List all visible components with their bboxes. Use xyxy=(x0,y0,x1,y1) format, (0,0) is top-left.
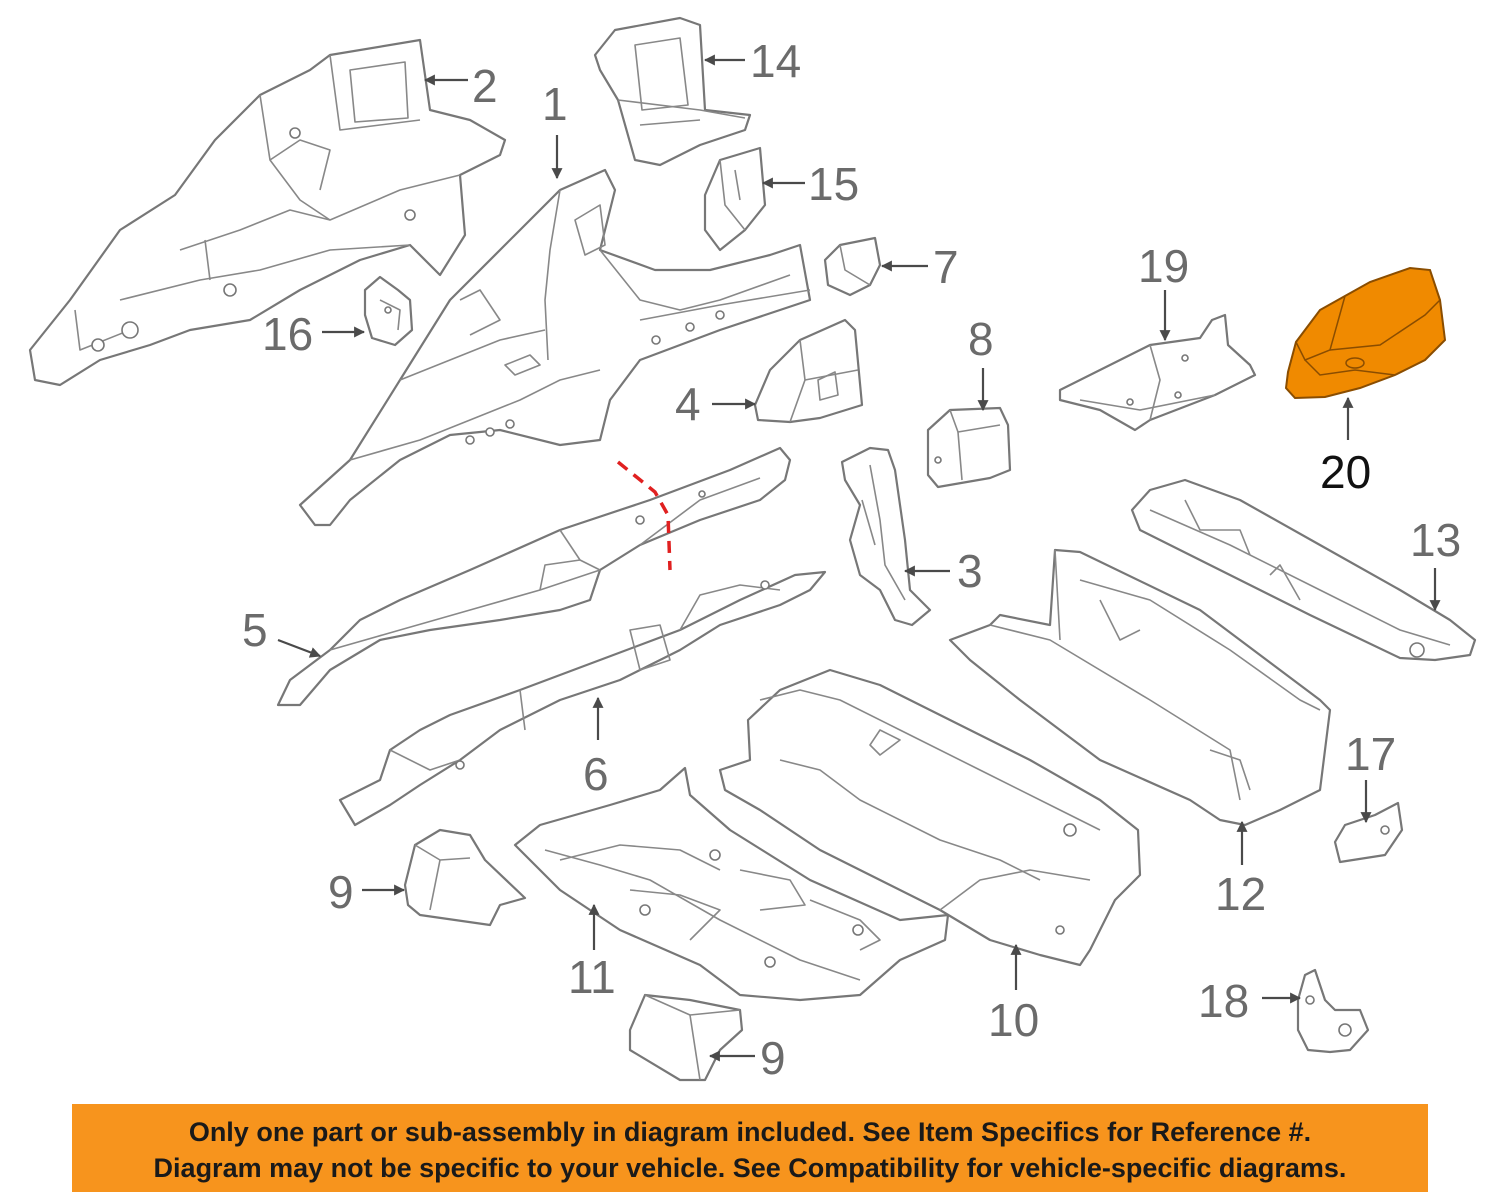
callout-1: 1 xyxy=(542,78,568,130)
callout-19: 19 xyxy=(1138,240,1189,292)
callout-20: 20 xyxy=(1320,446,1371,498)
part-1-quarter-inner xyxy=(298,168,812,527)
part-14-bracket xyxy=(593,16,752,167)
part-19-panel xyxy=(1058,313,1257,432)
callout-9a: 9 xyxy=(328,866,354,918)
disclaimer-line-2: Diagram may not be specific to your vehi… xyxy=(153,1153,1347,1183)
callout-14: 14 xyxy=(750,35,801,87)
part-16-bracket xyxy=(363,275,414,347)
part-4-bracket xyxy=(753,318,864,424)
disclaimer-line-1: Only one part or sub-assembly in diagram… xyxy=(188,1117,1312,1147)
disclaimer-banner: Only one part or sub-assembly in diagram… xyxy=(72,1104,1428,1192)
part-2-wheelhouse-inner xyxy=(28,38,507,387)
callout-17: 17 xyxy=(1345,728,1396,780)
part-9-lower-bracket xyxy=(628,993,744,1082)
callout-10: 10 xyxy=(988,994,1039,1046)
cut-line xyxy=(616,460,672,571)
callout-15: 15 xyxy=(808,158,859,210)
callout-2: 2 xyxy=(472,60,498,112)
callout-12: 12 xyxy=(1215,868,1266,920)
part-13-panel xyxy=(1130,478,1477,662)
part-7-bracket xyxy=(823,236,882,297)
callout-5: 5 xyxy=(242,604,268,656)
part-12-crossmember xyxy=(948,548,1332,827)
callout-6: 6 xyxy=(583,748,609,800)
callout-labels: 1 2 3 4 5 6 7 8 9 9 10 11 12 13 14 15 16… xyxy=(242,35,1461,1084)
callout-9b: 9 xyxy=(760,1032,786,1084)
part-8-block xyxy=(926,406,1012,489)
callout-16: 16 xyxy=(262,308,313,360)
part-6-rail xyxy=(338,570,827,827)
part-15-gusset xyxy=(703,146,767,252)
arrow-5 xyxy=(277,638,322,658)
part-20-highlighted xyxy=(1284,266,1447,400)
callout-18: 18 xyxy=(1198,975,1249,1027)
part-18-bracket xyxy=(1296,968,1370,1054)
callout-8: 8 xyxy=(968,313,994,365)
callout-13: 13 xyxy=(1410,514,1461,566)
callout-3: 3 xyxy=(957,545,983,597)
callout-7: 7 xyxy=(933,241,959,293)
leader-arrows xyxy=(277,54,1441,1062)
callout-11: 11 xyxy=(568,951,616,1003)
part-10-floor-pan xyxy=(718,668,1142,967)
callout-4: 4 xyxy=(675,378,701,430)
part-17-bracket xyxy=(1333,801,1404,864)
part-3-brace xyxy=(840,446,932,627)
part-5-rail xyxy=(276,446,792,707)
part-9-upper-bracket xyxy=(403,828,527,927)
